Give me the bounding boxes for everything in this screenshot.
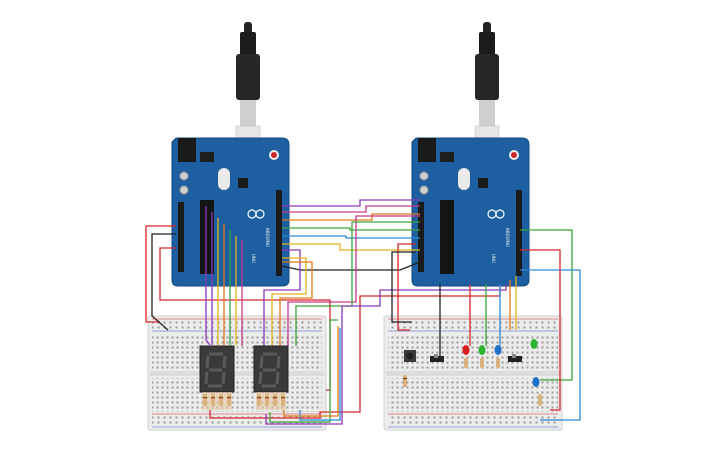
wire-orange xyxy=(282,213,420,221)
wire-yellow xyxy=(282,243,420,251)
wire-purple xyxy=(205,206,211,346)
resistor-array-left[interactable] xyxy=(203,394,231,406)
seven-segment-display-2[interactable]: 8 xyxy=(0,0,289,410)
board-brand-label: ARDUINO xyxy=(265,228,270,247)
wire-green xyxy=(282,227,420,231)
resistor-icon xyxy=(227,394,231,406)
breadboard-left[interactable] xyxy=(147,315,327,431)
led-blue-1[interactable] xyxy=(494,345,502,355)
resistor-icon xyxy=(403,375,407,387)
wire-black xyxy=(391,251,416,323)
led-green-2[interactable] xyxy=(530,339,538,349)
resistor-icon xyxy=(480,358,484,368)
slide-switch-icon xyxy=(434,354,438,358)
resistor-icon xyxy=(211,394,215,406)
slide-switch-right[interactable] xyxy=(508,354,522,362)
wire-green xyxy=(269,319,338,423)
wire-orange xyxy=(279,261,313,346)
resistor-icon xyxy=(496,358,500,368)
arduino-logo-icon xyxy=(247,209,265,219)
led-blue-2[interactable] xyxy=(532,377,540,387)
resistor-icon xyxy=(538,394,542,406)
resistor-icon xyxy=(464,358,468,368)
pushbutton[interactable] xyxy=(404,350,416,362)
led-green-1[interactable] xyxy=(478,345,486,355)
wires[interactable] xyxy=(145,199,581,425)
resistor-icon xyxy=(257,394,261,406)
wire-red xyxy=(397,243,416,331)
resistor-icon xyxy=(265,394,269,406)
wire-purple xyxy=(282,199,420,207)
arduino-logo-icon xyxy=(487,209,505,219)
wire-pink xyxy=(282,205,420,213)
resistor-array-right[interactable] xyxy=(257,394,285,406)
led-red[interactable] xyxy=(462,345,470,355)
board-model-label: UNO xyxy=(491,254,496,263)
resistor-icon xyxy=(219,394,223,406)
pushbutton-icon xyxy=(406,352,414,360)
resistor-icon xyxy=(273,394,277,406)
resistor-icon xyxy=(281,394,285,406)
resistor-icon xyxy=(203,394,207,406)
wire-purple xyxy=(263,249,301,346)
wire-red xyxy=(520,249,561,411)
wire-purple xyxy=(265,284,507,425)
wire-orange xyxy=(283,326,339,417)
wire-red xyxy=(159,247,331,391)
wire-blue xyxy=(520,269,581,421)
wire-blue xyxy=(299,328,341,421)
led-icon xyxy=(462,345,470,355)
usb-cable-icon xyxy=(474,22,500,141)
breadboard-right[interactable] xyxy=(383,315,563,431)
led-icon xyxy=(478,345,486,355)
wire-pink xyxy=(287,215,420,346)
wire-yellow xyxy=(271,257,307,346)
wire-red xyxy=(145,225,176,323)
seven-segment-icon xyxy=(258,352,281,388)
arduino-uno-left[interactable]: ARDUINO UNO xyxy=(171,137,290,287)
led-icon xyxy=(530,339,538,349)
slide-switch-left[interactable] xyxy=(430,354,444,362)
wire-black xyxy=(151,233,176,331)
resistor-group-leds[interactable] xyxy=(464,358,542,406)
wire-green xyxy=(520,229,573,381)
led-icon xyxy=(494,345,502,355)
board-brand-label: ARDUINO xyxy=(505,228,510,247)
seven-segment-icon xyxy=(204,352,227,388)
wire-black xyxy=(281,261,421,271)
led-icon xyxy=(532,377,540,387)
seven-segment-display-1[interactable]: 8 xyxy=(0,0,235,410)
slide-switch-icon xyxy=(512,354,516,358)
usb-cable-icon xyxy=(235,22,261,141)
board-model-label: UNO xyxy=(251,254,256,263)
wire-blue xyxy=(282,235,420,239)
arduino-uno-right[interactable]: ARDUINO UNO xyxy=(411,137,530,287)
